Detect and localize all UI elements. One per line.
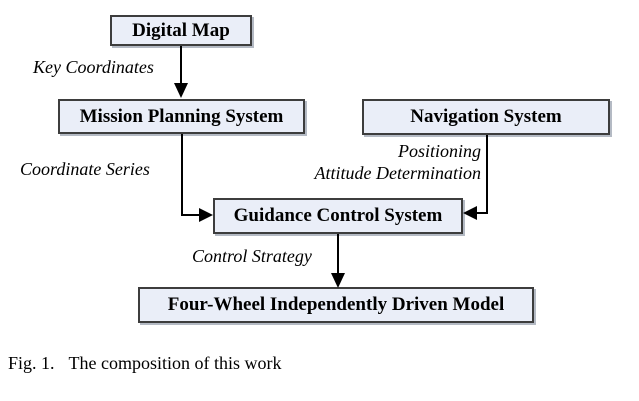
- node-four-wheel-model-label: Four-Wheel Independently Driven Model: [167, 294, 505, 315]
- node-mission-planning-system: Mission Planning System: [58, 99, 305, 134]
- arrow-mission-to-guidance: [181, 134, 213, 222]
- figure-caption: Fig. 1. The composition of this work: [8, 353, 282, 374]
- node-digital-map-label: Digital Map: [132, 19, 230, 41]
- node-navigation-system-label: Navigation System: [410, 106, 562, 127]
- node-navigation-system: Navigation System: [362, 99, 610, 135]
- edge-label-key-coordinates: Key Coordinates: [33, 57, 154, 77]
- arrow-guidance-to-four-wheel: [331, 234, 345, 288]
- figure-caption-text: The composition of this work: [68, 353, 282, 373]
- node-digital-map: Digital Map: [110, 15, 252, 46]
- edge-label-control-strategy: Control Strategy: [192, 246, 312, 266]
- node-guidance-control-system: Guidance Control System: [213, 198, 463, 234]
- edge-label-coordinate-series: Coordinate Series: [20, 159, 150, 179]
- node-mission-planning-system-label: Mission Planning System: [79, 105, 284, 127]
- arrow-digital-map-to-mission: [174, 46, 188, 98]
- edge-label-positioning-attitude: Positioning Attitude Determination: [315, 140, 481, 184]
- figure-caption-number: Fig. 1.: [8, 353, 55, 373]
- edge-label-attitude-determination-line: Attitude Determination: [314, 163, 481, 183]
- edge-label-positioning-line: Positioning: [397, 141, 481, 161]
- node-four-wheel-model: Four-Wheel Independently Driven Model: [138, 287, 534, 323]
- node-guidance-control-system-label: Guidance Control System: [233, 205, 443, 226]
